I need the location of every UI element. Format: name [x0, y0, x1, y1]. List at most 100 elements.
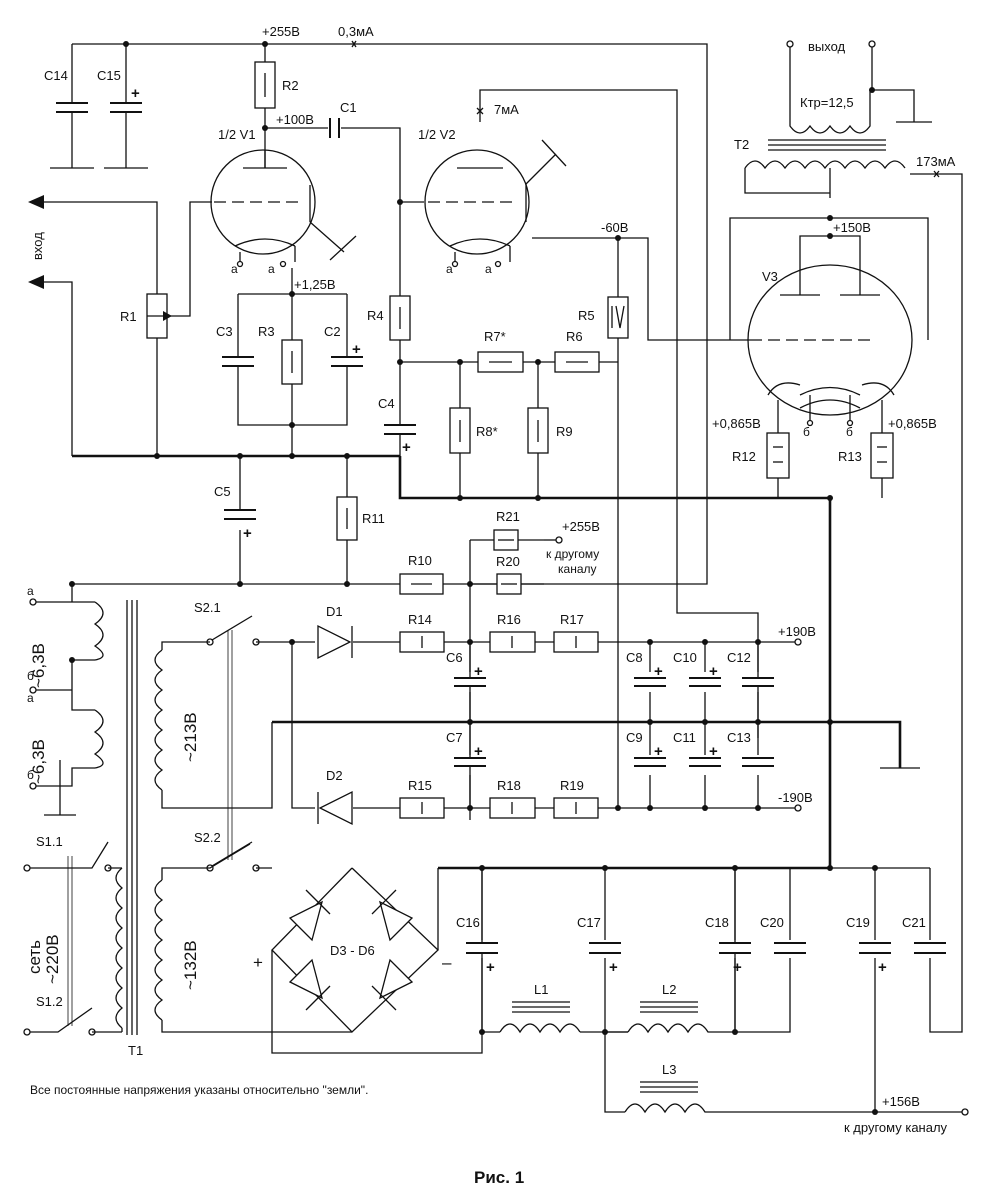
- svg-text:+: +: [352, 341, 361, 358]
- label-fil2: ~6,3В: [29, 739, 48, 784]
- label-r21: R21: [496, 509, 520, 524]
- label-c21: C21: [902, 915, 926, 930]
- cap-c10: [689, 677, 721, 687]
- cap-c13: [742, 757, 774, 767]
- label-d2: D2: [326, 768, 343, 783]
- label-v125: +1,25В: [294, 277, 336, 292]
- svg-text:+: +: [709, 663, 718, 680]
- resistor-r21: [493, 529, 519, 551]
- r5-marking: [611, 305, 625, 329]
- cap-c20: [774, 942, 806, 954]
- label-r6: R6: [566, 329, 583, 344]
- label-to-other-1: к другому: [546, 547, 599, 561]
- cap-c19: [859, 942, 891, 954]
- diode-bridge-1: [288, 889, 331, 942]
- label-v0865-left: +0,865В: [712, 416, 761, 431]
- label-r18: R18: [497, 778, 521, 793]
- svg-text:+: +: [609, 959, 618, 976]
- label-r12: R12: [732, 449, 756, 464]
- pin-label-fb2: б: [27, 768, 34, 782]
- svg-text:+: +: [654, 663, 663, 680]
- cap-polarity-marks: +++ +++ +++ +++ ++: [131, 85, 887, 976]
- label-d1: D1: [326, 604, 343, 619]
- cap-gaps: [60, 104, 942, 952]
- cap-c18: [719, 942, 751, 954]
- resistor-r18: [489, 797, 536, 819]
- figure-caption: Рис. 1: [474, 1168, 524, 1187]
- tube-v2: [424, 139, 567, 268]
- pin-label-a3: а: [446, 262, 453, 276]
- pin-label-fa: а: [27, 584, 34, 598]
- pin-label-a4: а: [485, 262, 492, 276]
- diode-d2: [317, 790, 353, 826]
- label-v3: V3: [762, 269, 778, 284]
- label-input: вход: [30, 232, 45, 260]
- label-c17: C17: [577, 915, 601, 930]
- capacitors: [56, 102, 946, 954]
- label-v0865-right: +0,865В: [888, 416, 937, 431]
- label-r4: R4: [367, 308, 384, 323]
- label-c19: C19: [846, 915, 870, 930]
- label-c3: C3: [216, 324, 233, 339]
- svg-text:+: +: [709, 743, 718, 760]
- label-l3: L3: [662, 1062, 676, 1077]
- inductor-l1: [499, 1001, 581, 1034]
- label-v150: +150В: [833, 220, 871, 235]
- cap-c9: [634, 757, 666, 767]
- label-to-other-2: каналу: [558, 562, 597, 576]
- cap-c5: [224, 509, 256, 520]
- svg-text:+: +: [474, 663, 483, 680]
- label-sec132: ~132В: [181, 940, 200, 990]
- resistor-r8: [449, 407, 471, 454]
- label-r16: R16: [497, 612, 521, 627]
- label-r3: R3: [258, 324, 275, 339]
- label-v190p: +190В: [778, 624, 816, 639]
- label-fil1: ~6,3В: [29, 643, 48, 688]
- cap-c3: [222, 356, 254, 367]
- svg-text:+: +: [474, 743, 483, 760]
- svg-text:+: +: [402, 439, 411, 456]
- svg-text:+: +: [486, 959, 495, 976]
- svg-text:+: +: [243, 525, 252, 542]
- label-v255-r21: +255В: [562, 519, 600, 534]
- diodes: [288, 624, 414, 1011]
- diode-bridge-4: [371, 958, 414, 1011]
- switches: [67, 615, 260, 1036]
- resistor-r13: [870, 432, 894, 479]
- label-mains2: ~220В: [43, 934, 62, 984]
- label-r1: R1: [120, 309, 137, 324]
- label-sec213: ~213В: [181, 712, 200, 762]
- svg-text:+: +: [733, 959, 742, 976]
- label-c11: C11: [673, 730, 696, 745]
- inductors: [499, 1001, 710, 1114]
- label-c2: C2: [324, 324, 341, 339]
- pin-label-fb: б: [27, 669, 34, 683]
- transformer-t1: [93, 600, 164, 1035]
- resistor-r7: [477, 351, 524, 373]
- label-c6: C6: [446, 650, 463, 665]
- label-c9: C9: [626, 730, 643, 745]
- cap-c12: [742, 677, 774, 687]
- label-r5: R5: [578, 308, 595, 323]
- label-r9: R9: [556, 424, 573, 439]
- label-c12: C12: [727, 650, 751, 665]
- current-measure-marks: [351, 40, 940, 178]
- label-r19: R19: [560, 778, 584, 793]
- label-c13: C13: [727, 730, 751, 745]
- label-v1: 1/2 V1: [218, 127, 256, 142]
- label-s21: S2.1: [194, 600, 221, 615]
- cap-c14: [56, 102, 88, 113]
- label-d3-d6: D3 - D6: [330, 943, 375, 958]
- resistor-r14: [399, 631, 445, 653]
- label-c15: C15: [97, 68, 121, 83]
- pin-label-b1: б: [803, 425, 810, 439]
- label-c1: C1: [340, 100, 357, 115]
- label-s12: S1.2: [36, 994, 63, 1009]
- resistor-r10: [399, 573, 444, 595]
- label-c20: C20: [760, 915, 784, 930]
- pin-label-a2: а: [268, 262, 275, 276]
- label-r13: R13: [838, 449, 862, 464]
- label-r8: R8*: [476, 424, 498, 439]
- label-c14: C14: [44, 68, 68, 83]
- resistor-r17: [553, 631, 599, 653]
